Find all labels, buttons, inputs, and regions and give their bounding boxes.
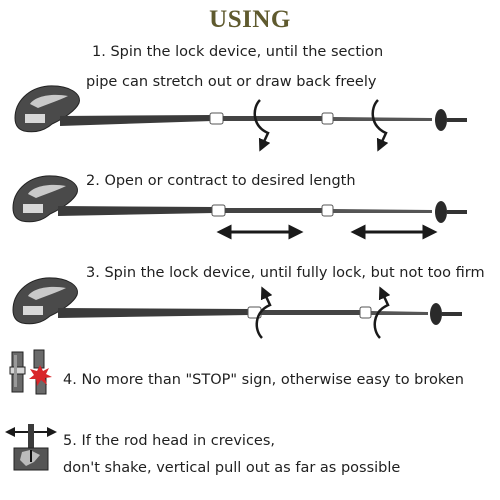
spin-arrow-up-1 bbox=[255, 286, 273, 339]
pole-3 bbox=[12, 277, 462, 325]
pole-2 bbox=[12, 175, 467, 223]
pole-1 bbox=[14, 85, 467, 133]
step-5-line-2: don't shake, vertical pull out as far as… bbox=[63, 460, 401, 476]
stop-burst-icon bbox=[29, 365, 52, 386]
step-1-line-1: 1. Spin the lock device, until the secti… bbox=[92, 44, 384, 60]
crevice-pull-icon bbox=[5, 424, 57, 471]
spin-arrow-down-1 bbox=[253, 99, 271, 152]
tube-section-icon bbox=[9, 351, 26, 393]
step-5-line-1: 5. If the rod head in crevices, bbox=[63, 433, 276, 449]
step-3-line-1: 3. Spin the lock device, until fully loc… bbox=[86, 265, 485, 281]
step-4-line-1: 4. No more than "STOP" sign, otherwise e… bbox=[63, 372, 464, 388]
spin-arrow-up-2 bbox=[373, 286, 391, 339]
page-title: USING bbox=[209, 6, 291, 33]
step-1-line-2: pipe can stretch out or draw back freely bbox=[86, 74, 377, 90]
step-2-line-1: 2. Open or contract to desired length bbox=[86, 173, 356, 189]
spin-arrow-down-2 bbox=[371, 99, 389, 152]
